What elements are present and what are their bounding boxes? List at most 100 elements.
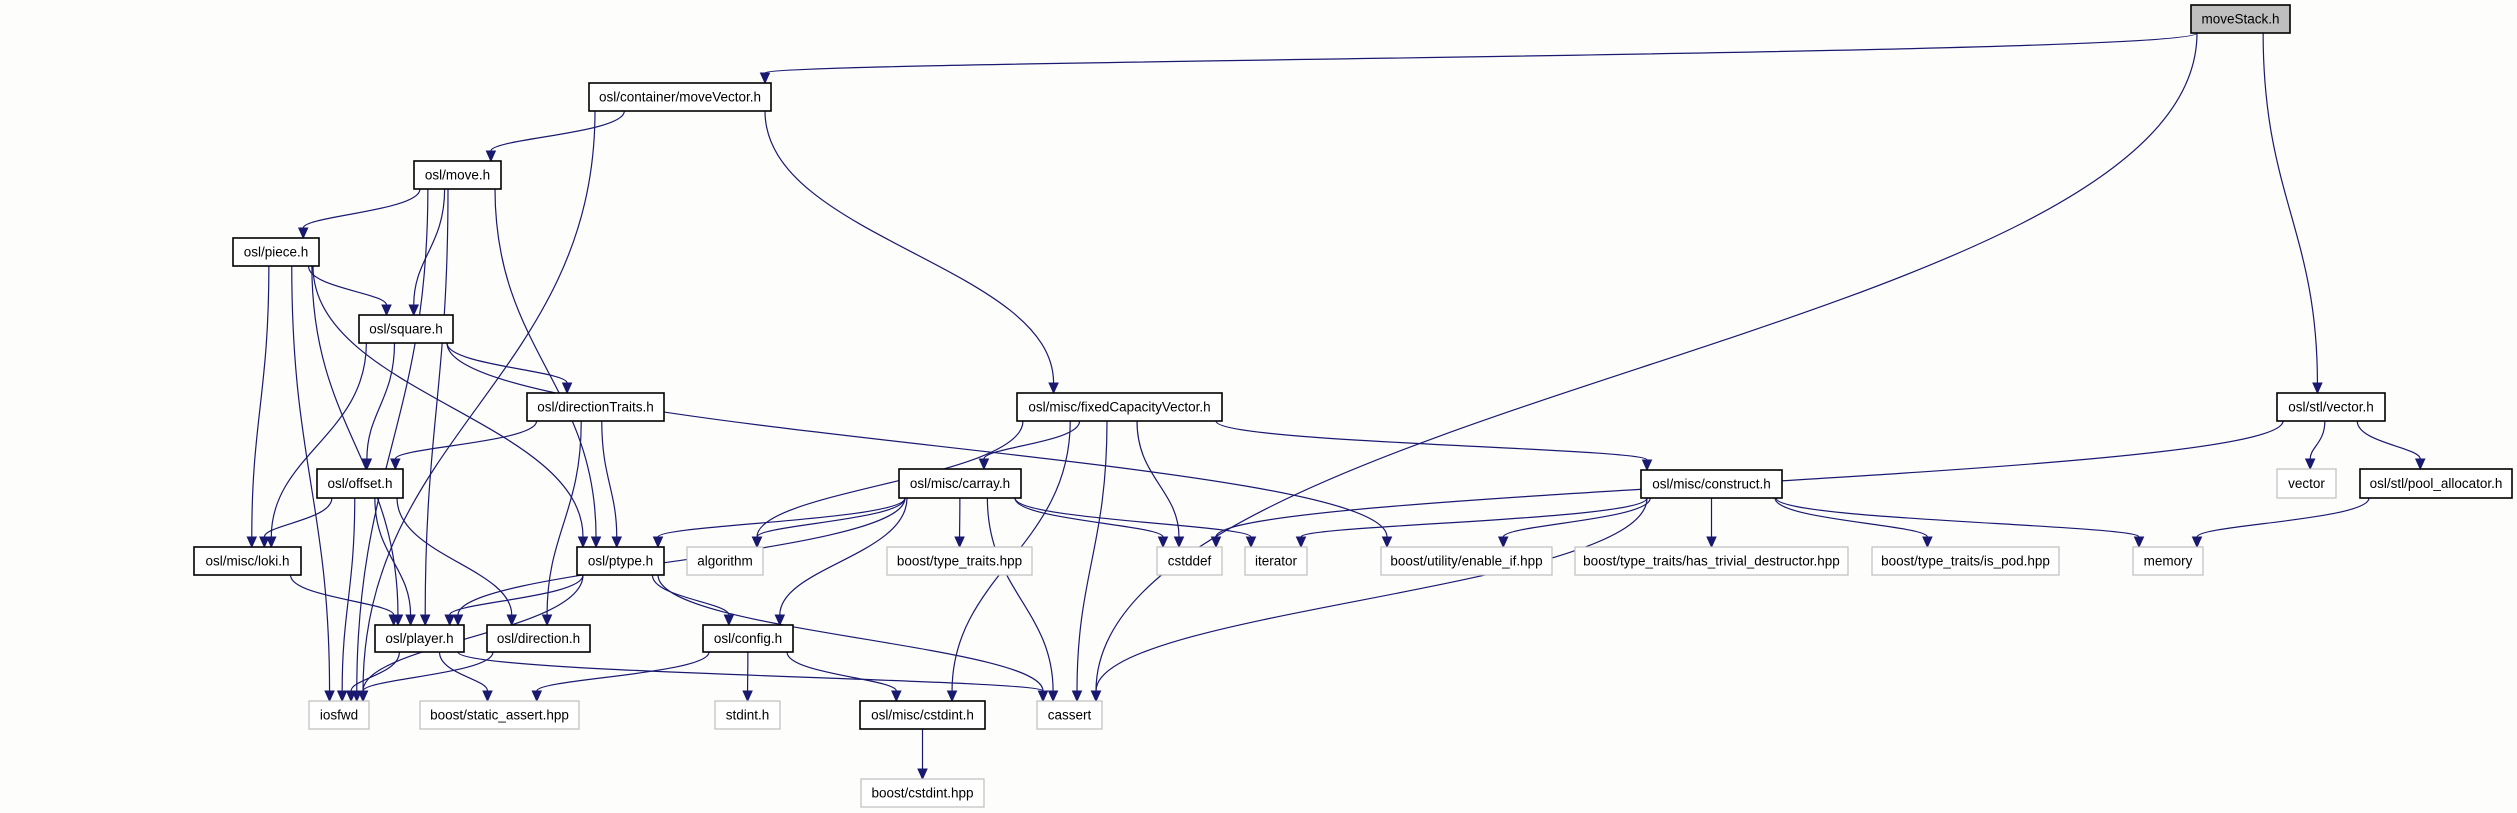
arrowhead-icon (266, 536, 277, 549)
node-iosfwd[interactable]: iosfwd (308, 700, 370, 730)
node-vector[interactable]: vector (2276, 468, 2337, 499)
node-label: osl/stl/vector.h (2288, 400, 2374, 415)
edge-line (764, 110, 1055, 384)
edge-line (764, 32, 2198, 74)
edge-direction-to-iosfwd (357, 651, 494, 703)
edge-line (251, 265, 270, 538)
edge-carray-to-algorithm (751, 497, 906, 549)
arrowhead-icon (324, 690, 335, 703)
edge-line (413, 188, 446, 306)
node-cassert[interactable]: cassert (1036, 700, 1103, 730)
arrowhead-icon (751, 536, 763, 549)
edge-line (2196, 497, 2370, 538)
node-cstddef[interactable]: cstddef (1156, 546, 1223, 576)
edge-square-to-directionTraits (446, 342, 573, 395)
node-algorithm[interactable]: algorithm (686, 546, 764, 576)
edge-line (291, 265, 331, 692)
arrowhead-icon (357, 690, 369, 703)
node-construct[interactable]: osl/misc/construct.h (1640, 469, 1783, 499)
node-cstdint[interactable]: osl/misc/cstdint.h (859, 700, 986, 730)
edge-line (457, 651, 1044, 692)
arrowhead-icon (1381, 536, 1393, 549)
arrowhead-icon (390, 458, 401, 471)
node-movestack[interactable]: moveStack.h (2190, 4, 2291, 34)
edge-line (311, 265, 399, 616)
node-memory[interactable]: memory (2132, 546, 2204, 576)
arrowhead-icon (561, 382, 573, 395)
edge-move-to-piece (297, 188, 421, 240)
node-label: boost/cstdint.hpp (871, 786, 973, 801)
edge-line (446, 342, 1388, 538)
edge-move-to-ptype (494, 188, 602, 549)
node-fixedcapacityvector[interactable]: osl/misc/fixedCapacityVector.h (1016, 392, 1223, 422)
arrowhead-icon (361, 458, 373, 471)
edge-line (986, 497, 1054, 692)
edge-line (356, 188, 429, 692)
edge-line (1775, 497, 2140, 538)
node-label: memory (2144, 554, 2193, 569)
node-label: osl/misc/cstdint.h (871, 708, 974, 723)
node-piece[interactable]: osl/piece.h (232, 237, 320, 267)
node-static-assert[interactable]: boost/static_assert.hpp (419, 700, 580, 730)
node-boost-cstdint[interactable]: boost/cstdint.hpp (860, 778, 985, 808)
edge-player-to-iosfwd (345, 651, 400, 703)
node-stdint[interactable]: stdint.h (714, 700, 781, 730)
arrowhead-icon (723, 614, 735, 627)
edge-config-to-cstdint (786, 651, 902, 703)
arrowhead-icon (388, 614, 399, 627)
node-type-traits[interactable]: boost/type_traits.hpp (886, 546, 1033, 576)
node-directiontraits[interactable]: osl/directionTraits.h (526, 392, 665, 422)
edge-line (270, 342, 367, 538)
node-pool-allocator[interactable]: osl/stl/pool_allocator.h (2359, 468, 2513, 499)
arrowhead-icon (2312, 382, 2323, 395)
node-label: cassert (1048, 708, 1092, 723)
edge-line (394, 420, 538, 460)
node-movevector[interactable]: osl/container/moveVector.h (588, 82, 772, 112)
node-move[interactable]: osl/move.h (413, 160, 502, 190)
node-direction[interactable]: osl/direction.h (486, 624, 591, 653)
node-config[interactable]: osl/config.h (702, 624, 794, 653)
arrowhead-icon (531, 690, 543, 703)
edge-line (651, 574, 730, 616)
arrowhead-icon (2304, 458, 2316, 471)
arrowhead-icon (541, 614, 553, 627)
edge-line (1774, 497, 1928, 538)
node-label: osl/square.h (369, 322, 443, 337)
node-label: osl/stl/pool_allocator.h (2370, 476, 2503, 491)
node-carray[interactable]: osl/misc/carray.h (898, 468, 1022, 499)
edge-square-to-offset (361, 342, 396, 471)
node-iterator[interactable]: iterator (1244, 546, 1308, 576)
arrowhead-icon (1037, 690, 1049, 703)
arrowhead-icon (1245, 536, 1257, 549)
arrowhead-icon (1295, 536, 1307, 549)
node-square[interactable]: osl/square.h (358, 314, 454, 344)
node-ptype[interactable]: osl/ptype.h (576, 546, 665, 576)
node-offset[interactable]: osl/offset.h (316, 468, 404, 499)
edge-piece-to-ptype (312, 265, 589, 549)
node-enable-if[interactable]: boost/utility/enable_if.hpp (1380, 546, 1553, 576)
node-loki[interactable]: osl/misc/loki.h (193, 546, 302, 576)
edge-piece-to-loki (246, 265, 270, 549)
edge-line (438, 651, 489, 692)
node-has-trivial-destructor[interactable]: boost/type_traits/has_trivial_destructor… (1574, 546, 1849, 576)
node-is-pod[interactable]: boost/type_traits/is_pod.hpp (1871, 546, 2060, 576)
node-label: stdint.h (726, 708, 770, 723)
edge-line (779, 497, 908, 616)
edge-directionTraits-to-offset (390, 420, 538, 471)
edge-construct-to-iterator (1295, 497, 1648, 549)
edge-line (2356, 420, 2421, 460)
edge-square-to-loki (266, 342, 367, 549)
node-label: osl/misc/construct.h (1652, 477, 1771, 492)
edge-fixedCapacityVector-to-cassert (1071, 420, 1108, 703)
edge-line (350, 651, 400, 692)
node-stl-vector[interactable]: osl/stl/vector.h (2276, 392, 2386, 422)
arrowhead-icon (345, 690, 357, 703)
arrowhead-icon (978, 458, 990, 471)
node-label: osl/ptype.h (588, 554, 653, 569)
edge-piece-to-iosfwd (291, 265, 335, 703)
arrowhead-icon (774, 614, 786, 627)
edge-fixedCapacityVector-to-cstddef (1136, 420, 1185, 549)
node-player[interactable]: osl/player.h (374, 624, 465, 653)
edge-line (362, 574, 584, 692)
